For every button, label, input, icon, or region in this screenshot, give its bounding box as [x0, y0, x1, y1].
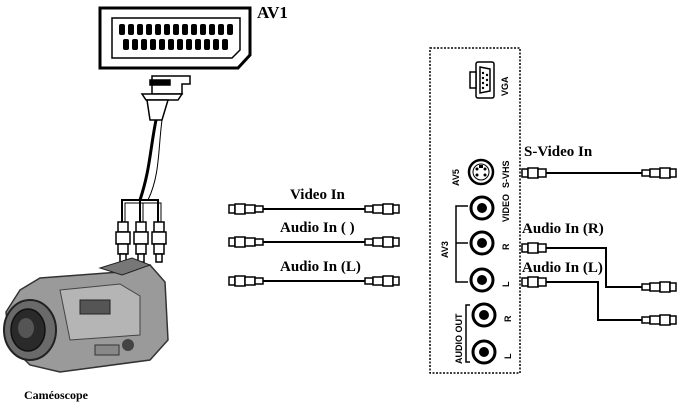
- cable-audio-in-mid: [228, 236, 400, 248]
- camcorder-label: Caméoscope: [24, 388, 88, 402]
- svhs-port: [467, 158, 495, 186]
- audio-out-label: AUDIO OUT: [454, 313, 464, 365]
- audio-out-bracket: [465, 304, 470, 363]
- av5-label: AV5: [451, 169, 461, 186]
- audio-in-l-right-label: Audio In (L): [522, 260, 603, 276]
- audio-in-r-label: Audio In (R): [522, 221, 604, 237]
- av3-label: AV3: [440, 241, 450, 258]
- av1-label: AV1: [257, 3, 288, 22]
- av3-video-jack: [469, 195, 495, 221]
- audio-out-r-label: R: [503, 315, 513, 323]
- vga-port: [469, 61, 495, 99]
- av3-bracket: [455, 205, 468, 283]
- video-in-label: Video In: [290, 187, 345, 203]
- av3-l-label: L: [501, 281, 511, 288]
- scart-connector: [98, 6, 252, 70]
- svhs-label: S-VHS: [501, 160, 511, 188]
- cable-audio-in-r-right: [521, 242, 677, 293]
- vga-label: VGA: [500, 76, 510, 96]
- av3-audio-l-jack: [469, 267, 495, 293]
- camcorder-image: [3, 257, 169, 373]
- cable-audio-in-l-left: [228, 275, 400, 287]
- rca-splitter-wires: [121, 199, 162, 222]
- s-video-in-label: S-Video In: [524, 144, 593, 160]
- av3-r-label: R: [501, 243, 511, 251]
- scart-plug: [140, 75, 191, 121]
- cable-audio-in-l-right: [521, 276, 677, 326]
- audio-out-r-jack: [471, 302, 497, 328]
- audio-in-mid-label: Audio In ( ): [280, 220, 355, 236]
- rca-plug-2: [133, 221, 149, 263]
- audio-out-l-label: L: [503, 353, 513, 360]
- av3-audio-r-jack: [469, 230, 495, 256]
- scart-cable: [138, 119, 163, 201]
- audio-in-l-left-label: Audio In (L): [280, 259, 361, 275]
- video-port-label: VIDEO: [501, 193, 511, 222]
- rca-plug-3: [151, 221, 167, 263]
- cable-s-video-in: [521, 167, 677, 179]
- cable-video-in: [228, 203, 400, 215]
- rca-plug-1: [115, 221, 131, 263]
- audio-out-l-jack: [471, 339, 497, 365]
